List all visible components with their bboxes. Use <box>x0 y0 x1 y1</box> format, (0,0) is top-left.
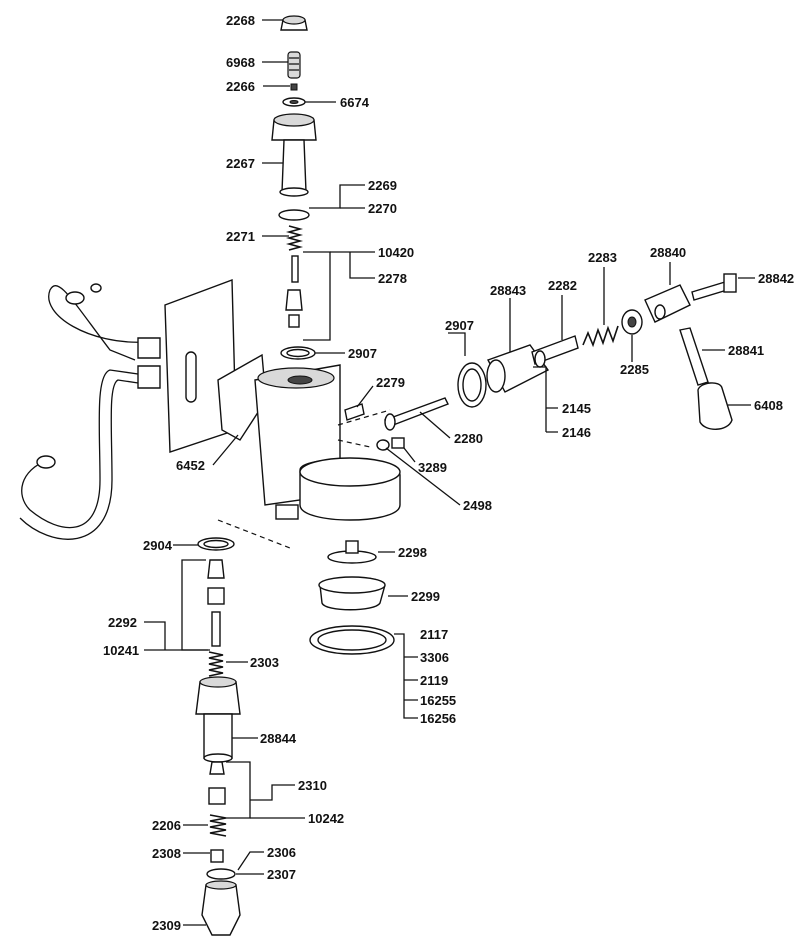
small-screw-2266 <box>290 83 298 91</box>
label-2280: 2280 <box>454 431 483 446</box>
lever-arm-28841 <box>679 327 709 386</box>
leader-lines <box>144 19 755 926</box>
label-28842: 28842 <box>758 271 794 286</box>
steam-pipes <box>19 283 161 540</box>
gasket-2907-top <box>280 346 316 360</box>
label-2292: 2292 <box>108 615 137 630</box>
label-2285: 2285 <box>620 362 649 377</box>
label-2266: 2266 <box>226 79 255 94</box>
label-16255: 16255 <box>420 693 456 708</box>
valve-2310 <box>208 761 226 805</box>
label-28841: 28841 <box>728 343 764 358</box>
label-10242: 10242 <box>308 811 344 826</box>
label-2271: 2271 <box>226 229 255 244</box>
washer-6674 <box>282 97 306 107</box>
stem-2282 <box>531 335 579 368</box>
valve-seat <box>285 289 303 311</box>
valve-small <box>288 314 300 328</box>
label-2119: 2119 <box>420 673 448 688</box>
label-2206: 2206 <box>152 818 181 833</box>
label-2904: 2904 <box>143 538 173 553</box>
label-28840: 28840 <box>650 245 686 260</box>
lever-block-28840 <box>644 284 691 323</box>
label-2145: 2145 <box>562 401 591 416</box>
label-2283: 2283 <box>588 250 617 265</box>
label-2267: 2267 <box>226 156 255 171</box>
label-2907-top: 2907 <box>348 346 377 361</box>
oring-2307 <box>206 868 236 880</box>
top-cap-2268 <box>280 15 308 31</box>
label-16256: 16256 <box>420 711 456 726</box>
pin-2279 <box>344 403 365 421</box>
label-10241: 10241 <box>103 643 139 658</box>
label-28843: 28843 <box>490 283 526 298</box>
handle-knob-6408 <box>697 382 733 430</box>
dispersion-2298 <box>327 540 377 564</box>
label-2303: 2303 <box>250 655 279 670</box>
filter-basket-2299 <box>318 576 386 611</box>
label-2306: 2306 <box>267 845 296 860</box>
filter-mesh-6968 <box>287 51 301 79</box>
label-3289: 3289 <box>418 460 447 475</box>
label-6674: 6674 <box>340 95 370 110</box>
gasket-2907-side <box>457 362 487 408</box>
spring-2283 <box>582 325 619 348</box>
label-3306: 3306 <box>420 650 449 665</box>
spring-2206 <box>209 814 227 837</box>
label-2146: 2146 <box>562 425 591 440</box>
label-2498: 2498 <box>463 498 492 513</box>
gasket-2117 <box>309 625 395 655</box>
label-2907-side: 2907 <box>445 318 474 333</box>
label-28844: 28844 <box>260 731 297 746</box>
valve-2292 <box>207 559 225 647</box>
nut-2285 <box>621 309 643 335</box>
label-2270: 2270 <box>368 201 397 216</box>
oring-2270 <box>278 209 310 221</box>
label-2269: 2269 <box>368 178 397 193</box>
label-2307: 2307 <box>267 867 296 882</box>
bolt-28842 <box>691 273 737 301</box>
label-2308: 2308 <box>152 846 181 861</box>
label-2278: 2278 <box>378 271 407 286</box>
pin-2278 <box>291 255 299 283</box>
label-10420: 10420 <box>378 245 414 260</box>
body-2267 <box>271 113 317 197</box>
label-2310: 2310 <box>298 778 327 793</box>
label-2299: 2299 <box>411 589 440 604</box>
label-2298: 2298 <box>398 545 427 560</box>
spring-2271 <box>285 225 304 251</box>
group-head-body <box>254 364 401 521</box>
label-2282: 2282 <box>548 278 577 293</box>
label-6408: 6408 <box>754 398 783 413</box>
bracket-6452 <box>217 353 267 441</box>
valve-stem-2280 <box>384 397 449 431</box>
label-6452: 6452 <box>176 458 205 473</box>
part-labels: 2268 6968 2266 6674 2267 2269 2270 2271 … <box>103 13 794 933</box>
ring-2904 <box>197 537 235 551</box>
label-2117: 2117 <box>420 627 448 642</box>
label-6968: 6968 <box>226 55 255 70</box>
label-2268: 2268 <box>226 13 255 28</box>
spout-2309 <box>201 880 241 936</box>
seat-2308 <box>210 849 224 863</box>
spring-2303 <box>208 651 224 677</box>
mounting-plate <box>164 279 237 453</box>
washer-2498 <box>376 439 390 451</box>
label-2279: 2279 <box>376 375 405 390</box>
label-2309: 2309 <box>152 918 181 933</box>
screw-3289 <box>391 437 405 449</box>
body-28844 <box>195 676 241 763</box>
